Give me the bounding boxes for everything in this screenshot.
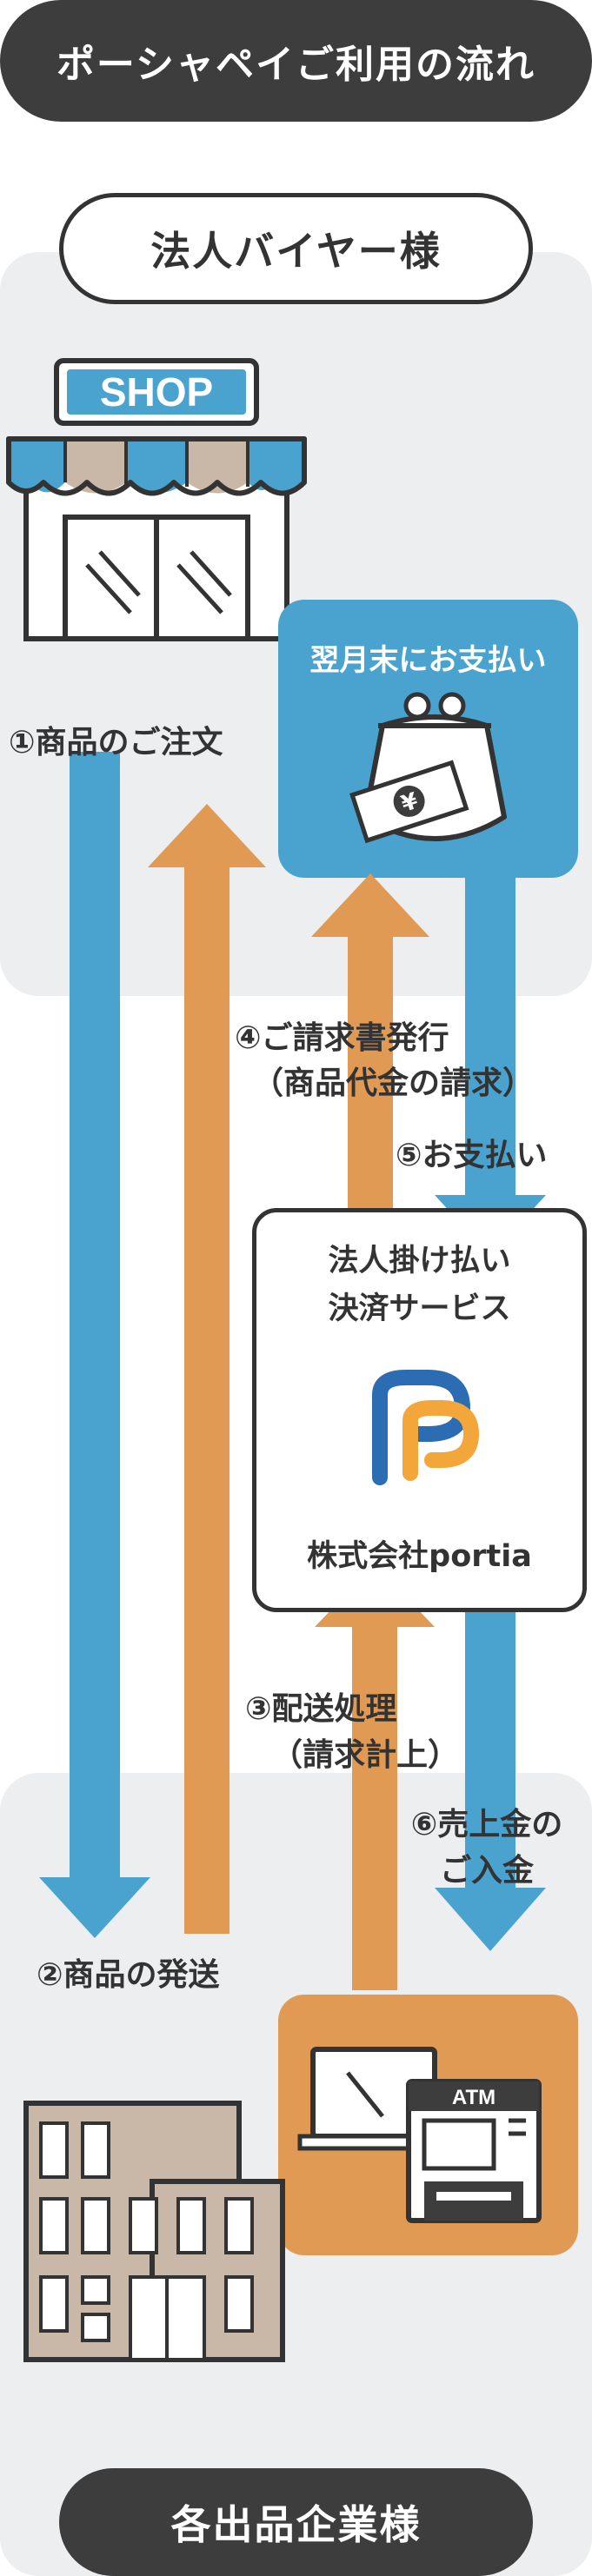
portia-logo-icon <box>372 1370 480 1485</box>
purse-icon: ¥ <box>349 692 507 844</box>
step-2-label: ②商品の発送 <box>37 1957 220 1993</box>
shop-sign-text: SHOP <box>100 369 213 415</box>
step-1-label: ①商品のご注文 <box>9 725 223 760</box>
arrow-step-6 <box>435 1603 546 1951</box>
step-3-label-line2: （請求計上） <box>271 1737 460 1773</box>
step-4-label-line2: （商品代金の請求） <box>252 1066 535 1101</box>
page-title: ポーシャペイご利用の流れ <box>0 0 592 122</box>
office-building-icon <box>23 2101 285 2362</box>
service-company: 株式会社portia <box>307 1539 532 1574</box>
step-3-label-line1: ③配送処理 <box>245 1691 397 1727</box>
step-5-label: ⑤お支払い <box>396 1138 548 1173</box>
seller-label: 各出品企業様 <box>59 2468 533 2576</box>
arrow-step-2 <box>148 804 266 1934</box>
buyer-label: 法人バイヤー様 <box>59 193 533 304</box>
arrow-step-4 <box>311 873 429 1208</box>
atm-icon: ATM <box>297 2047 542 2223</box>
atm-sign-text: ATM <box>452 2086 496 2109</box>
atm-card: ATM <box>278 1995 578 2255</box>
step-6-label-line1: ⑥売上金の <box>410 1807 563 1842</box>
step-4-label-line1: ④ご請求書発行 <box>235 1020 449 1056</box>
service-line2: 決済サービス <box>328 1291 511 1326</box>
shop-icon: SHOP <box>6 358 307 641</box>
service-line1: 法人掛け払い <box>328 1244 511 1278</box>
service-box: 法人掛け払い 決済サービス 株式会社portia <box>252 1208 587 1612</box>
arrow-step-1 <box>39 752 150 1938</box>
payment-card-title: 翌月末にお支払い <box>309 643 547 678</box>
payment-card: 翌月末にお支払い ¥ <box>278 600 578 878</box>
step-6-label-line2: ご入金 <box>439 1853 534 1889</box>
